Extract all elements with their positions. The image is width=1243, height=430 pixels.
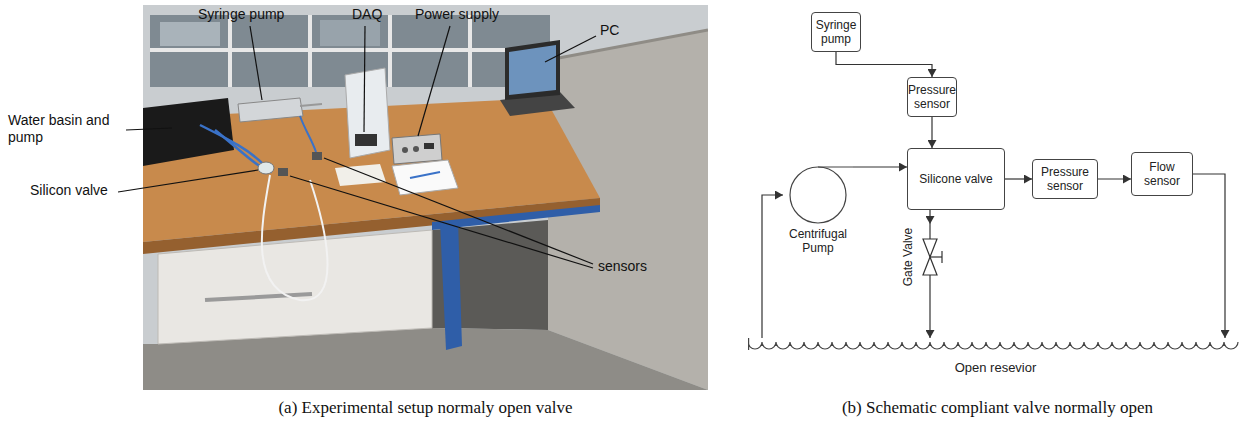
- flow-arrow: [762, 195, 783, 338]
- water-surface: [748, 338, 1243, 354]
- part-label: DAQ: [352, 6, 382, 23]
- process-box: Pressure sensor: [907, 77, 957, 117]
- process-box: Pressure sensor: [1032, 159, 1098, 199]
- box-text: Pressure sensor: [1038, 165, 1092, 194]
- box-text: Syringe pump: [816, 18, 857, 47]
- flow-arrow: [929, 290, 930, 338]
- pump-symbol: [783, 164, 853, 224]
- process-box: Flow sensor: [1131, 152, 1193, 196]
- figure-caption: (a) Experimental setup normaly open valv…: [143, 398, 708, 418]
- gate-valve: Gate Valve: [896, 224, 944, 290]
- figure-caption: (b) Schematic compliant valve normally o…: [760, 398, 1235, 418]
- flow-arrow: [1193, 174, 1225, 338]
- part-label: Syringe pump: [198, 6, 284, 23]
- process-box: Syringe pump: [811, 12, 861, 52]
- gate-valve-label: Gate Valve: [901, 228, 915, 286]
- box-text: Silicone valve: [919, 172, 992, 186]
- part-label: Silicon valve: [30, 182, 108, 199]
- flow-arrow: [1005, 178, 1032, 179]
- pump-label: Centrifugal Pump: [783, 227, 853, 256]
- reservoir-band: Open resevior: [748, 338, 1243, 376]
- process-box: Silicone valve: [907, 148, 1005, 210]
- flow-arrow: [929, 210, 930, 224]
- part-label: Water basin and pump: [8, 112, 126, 146]
- part-label: Power supply: [415, 6, 499, 23]
- box-text: Flow sensor: [1137, 160, 1187, 189]
- flow-arrow: [1098, 178, 1131, 179]
- leader-lines: [118, 26, 596, 268]
- flow-arrow: [931, 117, 932, 148]
- part-label: PC: [600, 22, 619, 39]
- box-text: Pressure sensor: [908, 83, 956, 112]
- flow-arrow: [853, 166, 907, 167]
- part-label: sensors: [598, 258, 647, 275]
- centrifugal-pump: Centrifugal Pump: [783, 164, 853, 256]
- flow-arrow: [836, 52, 932, 77]
- photo-scene: [143, 5, 708, 390]
- reservoir-label: Open resevior: [748, 360, 1243, 376]
